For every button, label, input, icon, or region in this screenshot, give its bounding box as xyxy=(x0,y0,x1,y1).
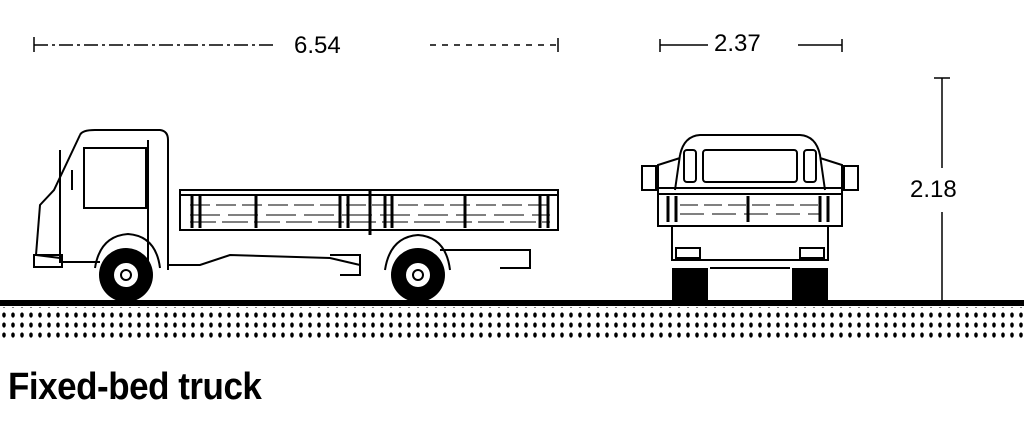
length-dimension-line xyxy=(33,37,559,52)
side-view-truck xyxy=(33,129,559,276)
length-label: 6.54 xyxy=(290,33,345,59)
ground-line xyxy=(0,300,1024,306)
height-dimension-line xyxy=(934,77,950,305)
front-left-wheel xyxy=(672,268,708,302)
height-label: 2.18 xyxy=(906,177,961,203)
width-label: 2.37 xyxy=(710,31,765,57)
width-dimension-line xyxy=(659,39,843,52)
front-right-wheel xyxy=(792,268,828,302)
ground-hatch xyxy=(0,307,1024,341)
front-view-truck xyxy=(641,134,859,269)
front-wheel xyxy=(99,248,153,302)
rear-wheel xyxy=(391,248,445,302)
diagram-title: Fixed-bed truck xyxy=(8,366,262,408)
